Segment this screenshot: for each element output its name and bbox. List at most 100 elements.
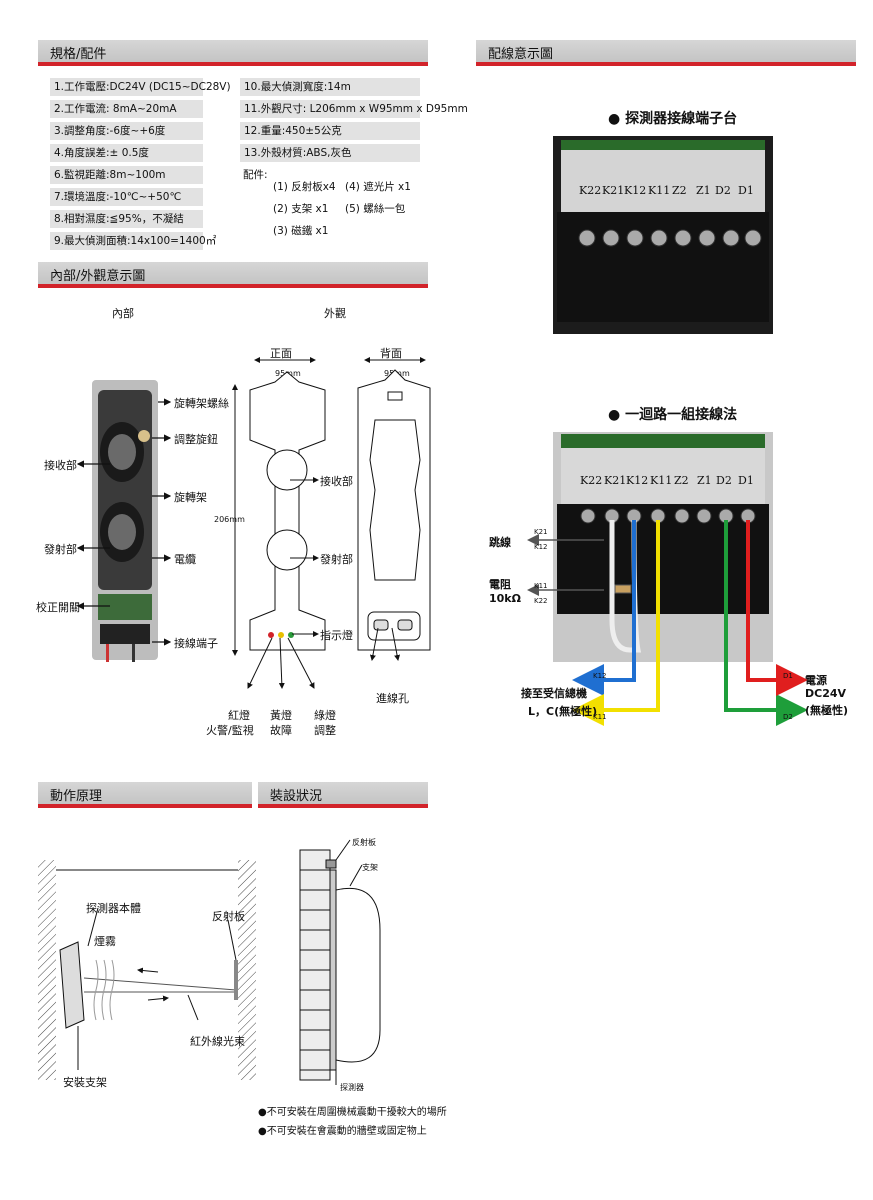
spec-row: 8.相對濕度:≦95%，不凝結 <box>50 210 203 228</box>
spec-row: 11.外觀尺寸: L206mm x W95mm x D95mm <box>240 100 468 118</box>
outer-title: 外觀 <box>324 307 346 320</box>
wiring-diagram <box>527 508 808 726</box>
panel-label: 接至受信總機 <box>521 687 587 700</box>
install-detector: 探測器 <box>340 1083 364 1092</box>
label-cable: 電纜 <box>174 553 196 566</box>
led-yellow-desc: 故障 <box>270 724 292 737</box>
principle-section-title: 動作原理 <box>50 789 103 804</box>
height-dim: 206mm <box>214 515 245 524</box>
terminal-label: D2 <box>715 184 731 197</box>
led-yellow-name: 黃燈 <box>270 709 292 722</box>
k12-label: K12 <box>534 543 548 551</box>
terminal-label: Z2 <box>672 184 687 197</box>
label-receiver: 接收部 <box>44 459 77 472</box>
terminal-label: Z1 <box>697 474 712 487</box>
install-note: ●不可安裝在周圍機械震動干擾較大的場所 <box>258 1107 447 1118</box>
principle-detector: 探測器本體 <box>86 902 141 915</box>
spec-row: 9.最大偵測面積:14x100=1400㎡ <box>50 232 216 250</box>
label-emitter: 發射部 <box>44 543 77 556</box>
spec-row: 12.重量:450±5公克 <box>240 122 420 140</box>
terminal-block-title: ● 探測器接線端子台 <box>608 111 738 127</box>
wiring-section-header: 配線意示圖 <box>476 40 856 68</box>
principle-section-header: 動作原理 <box>38 782 252 810</box>
jumper-label: 跳線 <box>489 536 511 549</box>
terminal-label: K22 <box>580 474 603 487</box>
install-section-header: 裝設狀況 <box>258 782 428 810</box>
panel-lc-label: L，C(無極性) <box>528 705 598 718</box>
front-title: 正面 <box>270 347 292 360</box>
label-calib-switch: 校正開關 <box>36 601 80 614</box>
k22-label: K22 <box>534 597 548 605</box>
spec-row: 6.監視距離:8m~100m <box>50 166 203 184</box>
install-diagram <box>299 839 381 1085</box>
loop-wiring-title: ● 一迴路一組接線法 <box>608 407 738 423</box>
detector-inner-photo <box>92 372 158 672</box>
terminal-label: Z1 <box>696 184 711 197</box>
terminal-label: K11 <box>650 474 673 487</box>
terminal-label: D1 <box>738 474 754 487</box>
outer-label-wire-hole: 進線孔 <box>376 692 409 705</box>
spec-section-header: 規格/配件 <box>38 40 428 68</box>
inner-label-arrows <box>76 398 172 646</box>
front-back-outline <box>232 357 431 656</box>
terminal-label: D1 <box>738 184 754 197</box>
accessory-item: (4) 遮光片 x1 <box>345 181 411 193</box>
install-section-title: 裝設狀況 <box>270 789 323 804</box>
accessory-item: (3) 磁鐵 x1 <box>273 225 329 237</box>
principle-ir-beam: 紅外線光束 <box>190 1035 245 1048</box>
k21-label: K21 <box>534 528 548 536</box>
terminal-label: D2 <box>716 474 732 487</box>
k11-out-label: K11 <box>593 713 607 721</box>
d2-label: D2 <box>783 713 793 721</box>
led-red-desc: 火警/監視 <box>206 724 254 737</box>
principle-smoke: 煙霧 <box>94 935 116 948</box>
spec-row: 13.外殼材質:ABS,灰色 <box>240 144 420 162</box>
led-red-name: 紅燈 <box>228 709 250 722</box>
terminal-label: K11 <box>648 184 671 197</box>
terminal-label: K12 <box>624 184 647 197</box>
power-label: 電源 <box>805 674 827 687</box>
accessory-item: (1) 反射板x4 <box>273 181 336 193</box>
wiring-section-title: 配線意示圖 <box>488 47 554 62</box>
d1-label: D1 <box>783 672 793 680</box>
accessories-title: 配件: <box>243 169 268 181</box>
principle-reflector: 反射板 <box>212 910 245 923</box>
install-reflector: 反射板 <box>352 838 376 847</box>
k12-out-label: K12 <box>593 672 607 680</box>
power-polarity: (無極性) <box>805 704 849 717</box>
power-voltage: DC24V <box>805 687 847 700</box>
terminal-label: Z2 <box>674 474 689 487</box>
install-bracket: 支架 <box>362 863 378 872</box>
k11-label: K11 <box>534 582 548 590</box>
spec-row: 4.角度誤差:± 0.5度 <box>50 144 203 162</box>
label-adjust-knob: 調整旋鈕 <box>174 433 218 446</box>
appearance-section-title: 內部/外觀意示圖 <box>50 269 146 284</box>
outer-label-indicator: 指示燈 <box>320 629 353 642</box>
terminal-label: K12 <box>626 474 649 487</box>
accessory-item: (2) 支架 x1 <box>273 203 329 215</box>
label-rotate-frame: 旋轉架 <box>174 491 207 504</box>
label-terminal: 接線端子 <box>174 637 218 650</box>
resistor-label: 電阻 <box>489 578 511 591</box>
spec-row: 7.環境溫度:-10℃~+50℃ <box>50 188 203 206</box>
loop-wiring-photo <box>553 432 773 662</box>
terminal-label: K21 <box>602 184 625 197</box>
accessory-item: (5) 螺絲一包 <box>345 203 406 215</box>
resistor-value: 10kΩ <box>489 592 521 605</box>
led-green-desc: 調整 <box>314 724 336 737</box>
terminal-label: K21 <box>604 474 627 487</box>
spec-row: 2.工作電流: 8mA~20mA <box>50 100 203 118</box>
back-title: 背面 <box>380 347 402 360</box>
inner-title: 內部 <box>112 307 134 320</box>
install-note: ●不可安裝在會震動的牆壁或固定物上 <box>258 1126 427 1137</box>
spec-row: 3.調整角度:-6度~+6度 <box>50 122 203 140</box>
terminal-label: K22 <box>579 184 602 197</box>
outer-label-emitter: 發射部 <box>320 553 353 566</box>
label-rotate-screw: 旋轉架螺絲 <box>174 397 229 410</box>
spec-row: 1.工作電壓:DC24V (DC15~DC28V) <box>50 78 231 96</box>
appearance-section-header: 內部/外觀意示圖 <box>38 262 428 290</box>
spec-section-title: 規格/配件 <box>50 47 107 62</box>
spec-row: 10.最大偵測寬度:14m <box>240 78 420 96</box>
led-green-name: 綠燈 <box>314 709 336 722</box>
outer-label-arrows <box>247 477 401 689</box>
